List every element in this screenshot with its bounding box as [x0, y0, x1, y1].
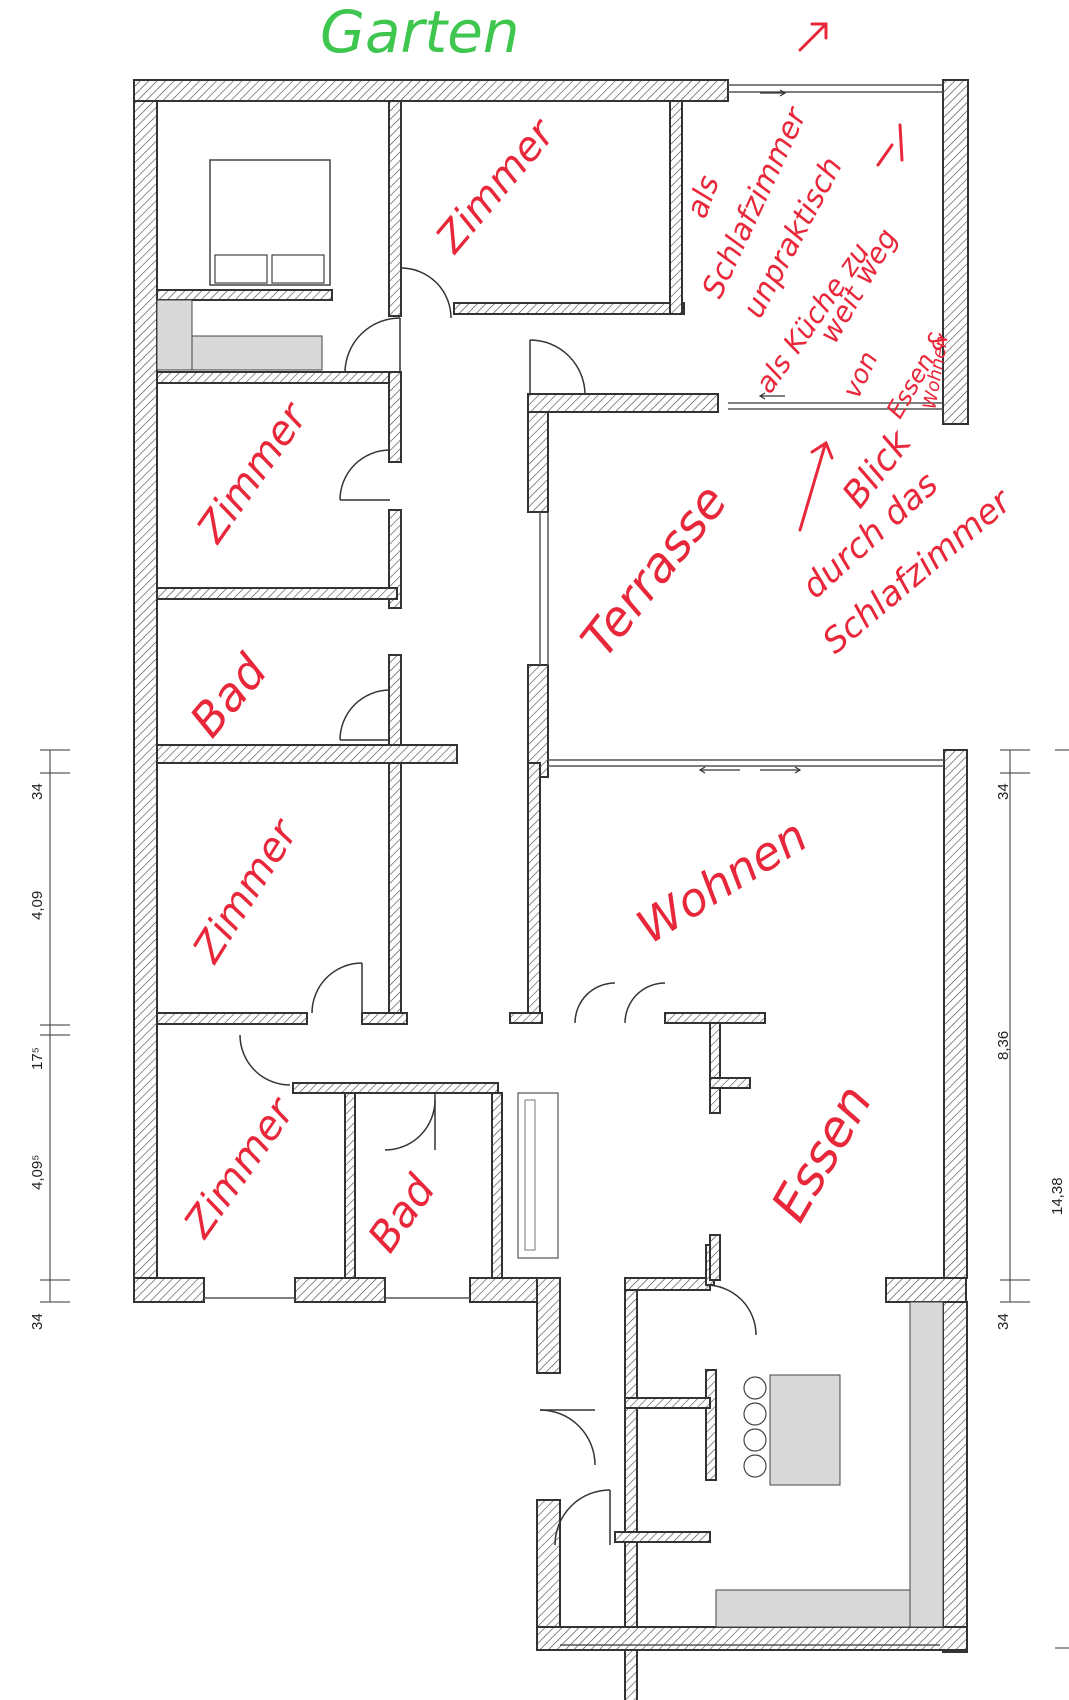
dim-left-1: 34: [29, 783, 46, 800]
stool-4: [743, 1454, 767, 1478]
wall-room2-bottom: [453, 302, 685, 315]
stool-1: [743, 1376, 767, 1400]
note-top-right: als Schlafzimmer unpraktisch als Küche z…: [680, 101, 954, 423]
label-zimmer-4: Zimmer: [175, 1088, 305, 1246]
door-arc-4: [339, 449, 391, 501]
wall-room-low-top: [156, 1012, 308, 1025]
wall-corridor-left-2: [388, 509, 402, 609]
door-arc-8: [384, 1099, 436, 1151]
windows: [204, 84, 944, 1646]
wall-room-bottom-1: [156, 587, 398, 600]
note-blick: Blick durch das Schlafzimmer: [794, 421, 1020, 662]
wall-wc-top: [614, 1531, 711, 1543]
door-arc-10: [624, 982, 666, 1024]
pillow-right: [271, 254, 325, 284]
stool-2: [743, 1402, 767, 1426]
wall-bad-low-right: [491, 1092, 503, 1284]
wall-kitchen-top: [624, 1277, 711, 1291]
furniture: [156, 159, 944, 1628]
label-zimmer-3: Zimmer: [184, 810, 308, 971]
wall-terrace-top: [527, 393, 719, 413]
wall-bottom-left-1: [133, 1277, 205, 1303]
door-arc-11: [705, 1284, 757, 1336]
label-wohnen: Wohnen: [627, 808, 816, 954]
wall-bottom-right: [536, 1626, 968, 1651]
annotation-arrows: [798, 22, 904, 532]
door-arc-9: [574, 982, 616, 1024]
label-bad-2: Bad: [358, 1166, 445, 1261]
arrow-blick: [798, 443, 827, 532]
note-line-6: von: [837, 347, 884, 403]
wall-kitchen-left: [624, 1289, 638, 1700]
dim-left-3: 17⁵: [29, 1047, 46, 1070]
door-arc-13: [554, 1489, 611, 1546]
wall-closet-bottom: [156, 371, 398, 384]
wall-room-low-top-2: [361, 1012, 408, 1025]
label-essen: Essen: [760, 1075, 883, 1231]
arrow-top: [798, 23, 827, 52]
wall-essen-block: [709, 1077, 751, 1089]
label-zimmer-2: Zimmer: [188, 393, 318, 551]
wall-entry-left: [536, 1277, 561, 1374]
door-arc-1: [344, 317, 401, 373]
wall-kitchen-top-right: [885, 1277, 967, 1303]
dim-right-3: 34: [995, 1313, 1012, 1330]
door-arc-3: [529, 339, 586, 396]
wall-top-outer: [133, 79, 729, 102]
wall-corridor-left-4: [388, 762, 402, 1014]
label-terrasse: Terrasse: [570, 474, 738, 667]
dimension-labels-left: 34 4,09 17⁵ 4,09⁵ 34: [29, 783, 46, 1330]
wall-wohnen-bottom-1: [509, 1012, 543, 1024]
door-arc-5: [339, 689, 391, 741]
wall-bad-low-left: [344, 1092, 356, 1284]
label-zimmer-top: Zimmer: [427, 109, 566, 262]
wall-kitchen-right: [942, 1301, 968, 1653]
wall-wohnen-bottom-2: [664, 1012, 766, 1024]
dim-right-partial: 14,38: [1049, 1177, 1066, 1215]
doors: [239, 267, 757, 1546]
door-arc-7: [239, 1034, 291, 1086]
note-line-1: als: [680, 171, 727, 223]
wall-room-divider-top: [388, 100, 402, 317]
wall-right-upper: [942, 79, 969, 425]
dim-right-2: 8,36: [995, 1031, 1012, 1060]
wall-corridor-left-1: [388, 371, 402, 463]
dim-left-2: 4,09: [29, 891, 46, 920]
wall-storage-divider: [624, 1397, 711, 1409]
title-garten: Garten: [320, 0, 520, 66]
dimension-lines: [40, 749, 1069, 1649]
wall-corridor-left-3: [388, 654, 402, 746]
kitchen-counter-right: [909, 1301, 944, 1628]
wall-bedroom-bottom: [156, 289, 333, 301]
dim-left-4: 4,09⁵: [29, 1155, 46, 1190]
wardrobe-hall: [517, 1092, 559, 1259]
wall-left-outer: [133, 79, 158, 1303]
wall-right-lower: [943, 749, 968, 1279]
pillow-left: [214, 254, 268, 284]
closet-2: [191, 335, 323, 371]
closet-1: [156, 299, 193, 371]
wall-bad-low-top: [292, 1082, 499, 1094]
label-bad-1: Bad: [179, 644, 278, 747]
dimension-labels-right: 34 8,36 34 14,38: [995, 783, 1066, 1330]
dim-left-5: 34: [29, 1313, 46, 1330]
slide-arrows: [698, 89, 802, 774]
wall-wohnen-left: [527, 762, 541, 1014]
stool-3: [743, 1428, 767, 1452]
kitchen-island: [769, 1374, 841, 1486]
kitchen-counter-bottom: [715, 1589, 911, 1628]
door-arc-6: [311, 962, 363, 1014]
wall-essen-post-low: [709, 1234, 721, 1281]
wall-essen-post: [709, 1022, 721, 1114]
wall-bad-bottom: [156, 744, 458, 764]
door-arc-12: [539, 1409, 596, 1466]
door-arc-2: [400, 267, 452, 319]
wall-kitchen-inner: [705, 1369, 717, 1481]
wall-bottom-left-2: [294, 1277, 386, 1303]
dim-right-1: 34: [995, 783, 1012, 800]
wall-room2-right: [669, 100, 683, 315]
wall-terrace-left-2: [527, 664, 549, 778]
